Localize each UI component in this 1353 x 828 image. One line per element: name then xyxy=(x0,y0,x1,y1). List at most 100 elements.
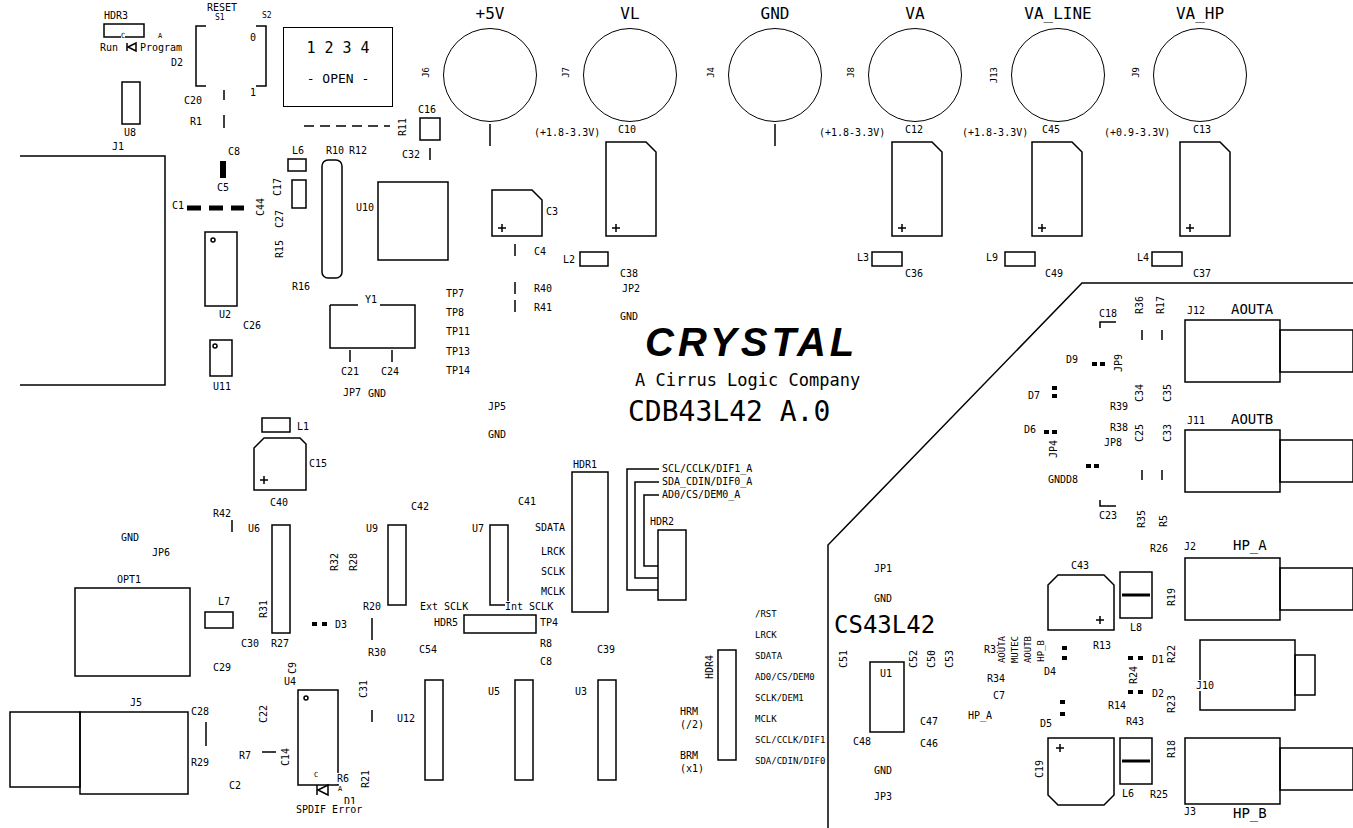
silkscreen-label: C24 xyxy=(381,366,399,377)
silkscreen-label: C1 xyxy=(172,200,184,211)
silkscreen-label: TP14 xyxy=(446,365,470,376)
silkscreen-label: R28 xyxy=(348,553,359,571)
pcb-rect xyxy=(1052,394,1057,398)
silkscreen-label: HDR5 xyxy=(434,617,458,628)
silkscreen-label: (/2) xyxy=(680,719,704,730)
pcb-path xyxy=(1056,744,1064,752)
pcb-line xyxy=(391,350,393,362)
silkscreen-label: U11 xyxy=(213,381,231,392)
silkscreen-label: C51 xyxy=(838,650,849,668)
silkscreen-label: JP1 xyxy=(874,563,892,574)
silkscreen-label: C30 xyxy=(241,638,259,649)
pcb-path xyxy=(196,26,266,86)
silkscreen-label: SDA/CDIN/DIF0 xyxy=(755,757,825,767)
silkscreen-label: /RST xyxy=(755,610,777,620)
silkscreen-label: R39 xyxy=(1110,401,1128,412)
silkscreen-label: MCLK xyxy=(541,586,565,597)
silkscreen-label: D2 xyxy=(171,57,183,68)
silkscreen-label: AD0/CS/DEM0_A xyxy=(662,489,740,500)
silkscreen-label: JP7 xyxy=(343,387,361,398)
silkscreen-label: C35 xyxy=(1162,384,1173,402)
pcb-path xyxy=(260,476,268,484)
pcb-path xyxy=(420,118,440,140)
pcb-rect xyxy=(1100,362,1105,366)
pcb-rect xyxy=(1138,656,1143,660)
pcb-rect xyxy=(1185,430,1280,492)
pcb-rect xyxy=(515,680,533,780)
silkscreen-label: C46 xyxy=(920,738,938,749)
silkscreen-label: CDB43L42 A.0 xyxy=(628,397,830,428)
pcb-rect xyxy=(1120,572,1152,618)
silkscreen-label: R22 xyxy=(1166,645,1177,663)
pcb-line xyxy=(304,125,390,127)
pcb-rect xyxy=(262,418,290,432)
silkscreen-label: A Cirrus Logic Company xyxy=(635,371,860,390)
node-text: J8 xyxy=(847,67,857,78)
silkscreen-label: SCLK/DEM1 xyxy=(755,694,804,704)
silkscreen-label: R16 xyxy=(292,281,310,292)
silkscreen-label: SDATA xyxy=(755,652,782,662)
pcb-path xyxy=(498,224,506,232)
pcb-rect xyxy=(1094,464,1099,468)
silkscreen-label: C38 xyxy=(620,268,638,279)
pcb-polygon xyxy=(128,43,136,51)
pcb-rect xyxy=(1295,655,1315,695)
pcb-rect xyxy=(1280,440,1353,482)
pcb-rect xyxy=(1128,656,1133,660)
silkscreen-label: R38 xyxy=(1110,422,1128,433)
pcb-polygon xyxy=(1048,738,1114,805)
silkscreen-label: C40 xyxy=(270,497,288,508)
silkscreen-label: C8 xyxy=(540,656,552,667)
silkscreen-label: C12 xyxy=(905,124,923,135)
silkscreen-label: JP9 xyxy=(1113,354,1124,372)
pcb-line xyxy=(1122,760,1150,763)
pcb-polygon xyxy=(1048,575,1114,630)
silkscreen-label: U3 xyxy=(575,686,587,697)
silkscreen-label: C42 xyxy=(411,501,429,512)
pcb-rect xyxy=(658,530,686,600)
node-text: J13 xyxy=(990,67,1000,83)
silkscreen-label: SPDIF Error xyxy=(296,804,362,815)
silkscreen-label: JP2 xyxy=(622,283,640,294)
pcb-rect xyxy=(10,712,80,787)
pcb-rect xyxy=(288,159,306,171)
pcb-path xyxy=(1032,142,1082,236)
silkscreen-label: C31 xyxy=(358,680,369,698)
silkscreen-label: R35 xyxy=(1136,510,1147,528)
logo-text: CRYSTAL xyxy=(645,320,858,364)
pcb-line xyxy=(187,206,244,211)
pcb-rect xyxy=(1280,330,1353,372)
silkscreen-label: C9 xyxy=(287,662,298,674)
silkscreen-label: AOUTB xyxy=(1024,636,1034,663)
node-text: 1 2 3 4 xyxy=(284,40,392,57)
silkscreen-label: SDA_CDIN/DIF0_A xyxy=(662,476,752,487)
silkscreen-label: U7 xyxy=(472,523,484,534)
silkscreen-label: L4 xyxy=(1137,252,1149,263)
silkscreen-label: R26 xyxy=(1150,543,1168,554)
pcb-path xyxy=(330,305,415,348)
silkscreen-label: C44 xyxy=(255,198,266,216)
pcb-line xyxy=(371,710,373,722)
pcb-line xyxy=(489,124,491,146)
silkscreen-label: HP_A xyxy=(968,710,992,721)
pcb-path xyxy=(606,142,656,236)
silkscreen-label: R11 xyxy=(397,118,408,136)
silkscreen-label: SDATA xyxy=(535,522,565,533)
silkscreen-label: LRCK xyxy=(541,546,565,557)
node-text: VA xyxy=(869,5,961,23)
pcb-rect xyxy=(205,232,237,306)
silkscreen-label: MCLK xyxy=(755,715,777,725)
silkscreen-label: R24 xyxy=(1128,666,1139,684)
pcb-polygon xyxy=(254,438,306,490)
silkscreen-label: C18 xyxy=(1099,308,1117,319)
silkscreen-label: RESET xyxy=(207,2,237,13)
silkscreen-label: D1 xyxy=(1152,654,1164,665)
silkscreen-label: C36 xyxy=(905,268,923,279)
pcb-rect xyxy=(1062,646,1067,650)
silkscreen-label: C26 xyxy=(243,320,261,331)
silkscreen-label: GND xyxy=(620,311,638,322)
silkscreen-label: U8 xyxy=(124,127,136,138)
silkscreen-label: HDR4 xyxy=(704,655,715,679)
silkscreen-label: C xyxy=(314,772,318,780)
